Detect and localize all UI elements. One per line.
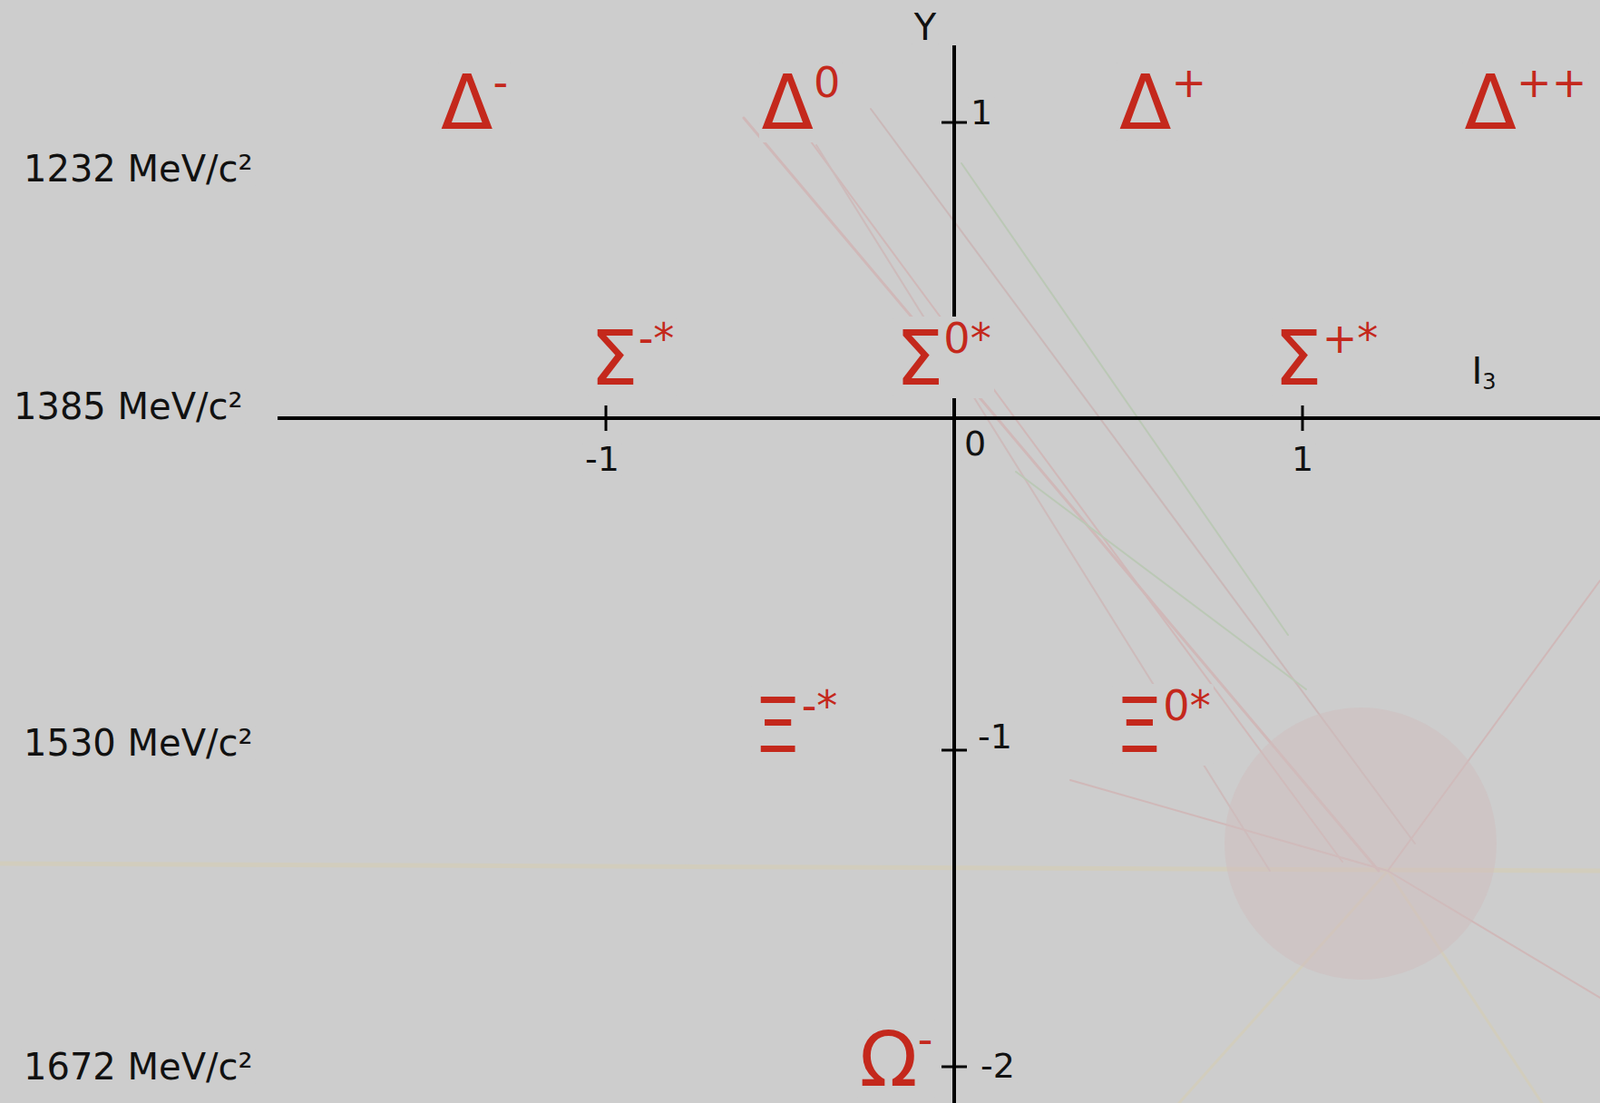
superscript: ++: [1516, 58, 1587, 108]
particle-symbol: Σ-*: [587, 316, 678, 399]
particle-symbol: Δ0: [759, 60, 844, 143]
mass-label: 1385 MeV/c²: [10, 387, 246, 426]
tick-label: -1: [582, 441, 623, 479]
superscript: -*: [638, 313, 675, 363]
symbol-base: Δ: [1464, 58, 1517, 147]
particle-symbol: Δ+: [1116, 60, 1210, 143]
symbol-base: Δ: [1119, 58, 1171, 147]
symbol-base: Ξ: [1114, 681, 1163, 771]
mass-label: 1232 MeV/c²: [20, 149, 256, 188]
superscript: +*: [1322, 313, 1379, 363]
superscript: 0: [813, 58, 840, 108]
symbol-base: Ξ: [753, 681, 802, 771]
superscript: -: [492, 58, 508, 108]
axis-ticks: [605, 122, 1303, 1067]
symbol-base: Δ: [440, 58, 493, 147]
tick-label: 1: [967, 95, 996, 132]
particle-symbol: Δ-: [438, 60, 511, 143]
tick-label: -1: [975, 719, 1015, 756]
symbol-base: Ω: [859, 1014, 918, 1103]
symbol-base: Σ: [1274, 313, 1323, 403]
particle-symbol: Σ+*: [1271, 316, 1382, 399]
symbol-base: Σ: [590, 313, 639, 403]
y-axis: [952, 45, 957, 1103]
tick-label: 1: [1288, 441, 1317, 479]
symbol-base: Δ: [761, 58, 814, 147]
symbol-base: Σ: [895, 313, 944, 403]
particle-symbol: Ξ0*: [1112, 683, 1214, 766]
tick-label: -2: [977, 1048, 1018, 1085]
superscript: -: [917, 1014, 934, 1064]
particle-symbol: Ξ-*: [751, 683, 841, 766]
axis-name: Y: [911, 8, 939, 47]
superscript: 0*: [943, 313, 991, 363]
i3-axis: [277, 416, 1600, 420]
particle-symbol: Δ++: [1462, 60, 1591, 143]
superscript: 0*: [1162, 681, 1210, 731]
tick-label: 0: [961, 426, 989, 463]
particle-tracks: [0, 99, 1600, 1103]
symbol-base: I: [1471, 350, 1483, 392]
particle-symbol: Ω-: [857, 1017, 937, 1100]
superscript: -*: [801, 681, 839, 731]
subscript: 3: [1482, 369, 1496, 395]
particle-symbol: Σ0*: [892, 316, 995, 399]
mass-label: 1530 MeV/c²: [20, 723, 256, 762]
mass-label: 1672 MeV/c²: [20, 1047, 256, 1086]
superscript: +: [1170, 58, 1207, 108]
axis-name: I3: [1468, 351, 1499, 394]
